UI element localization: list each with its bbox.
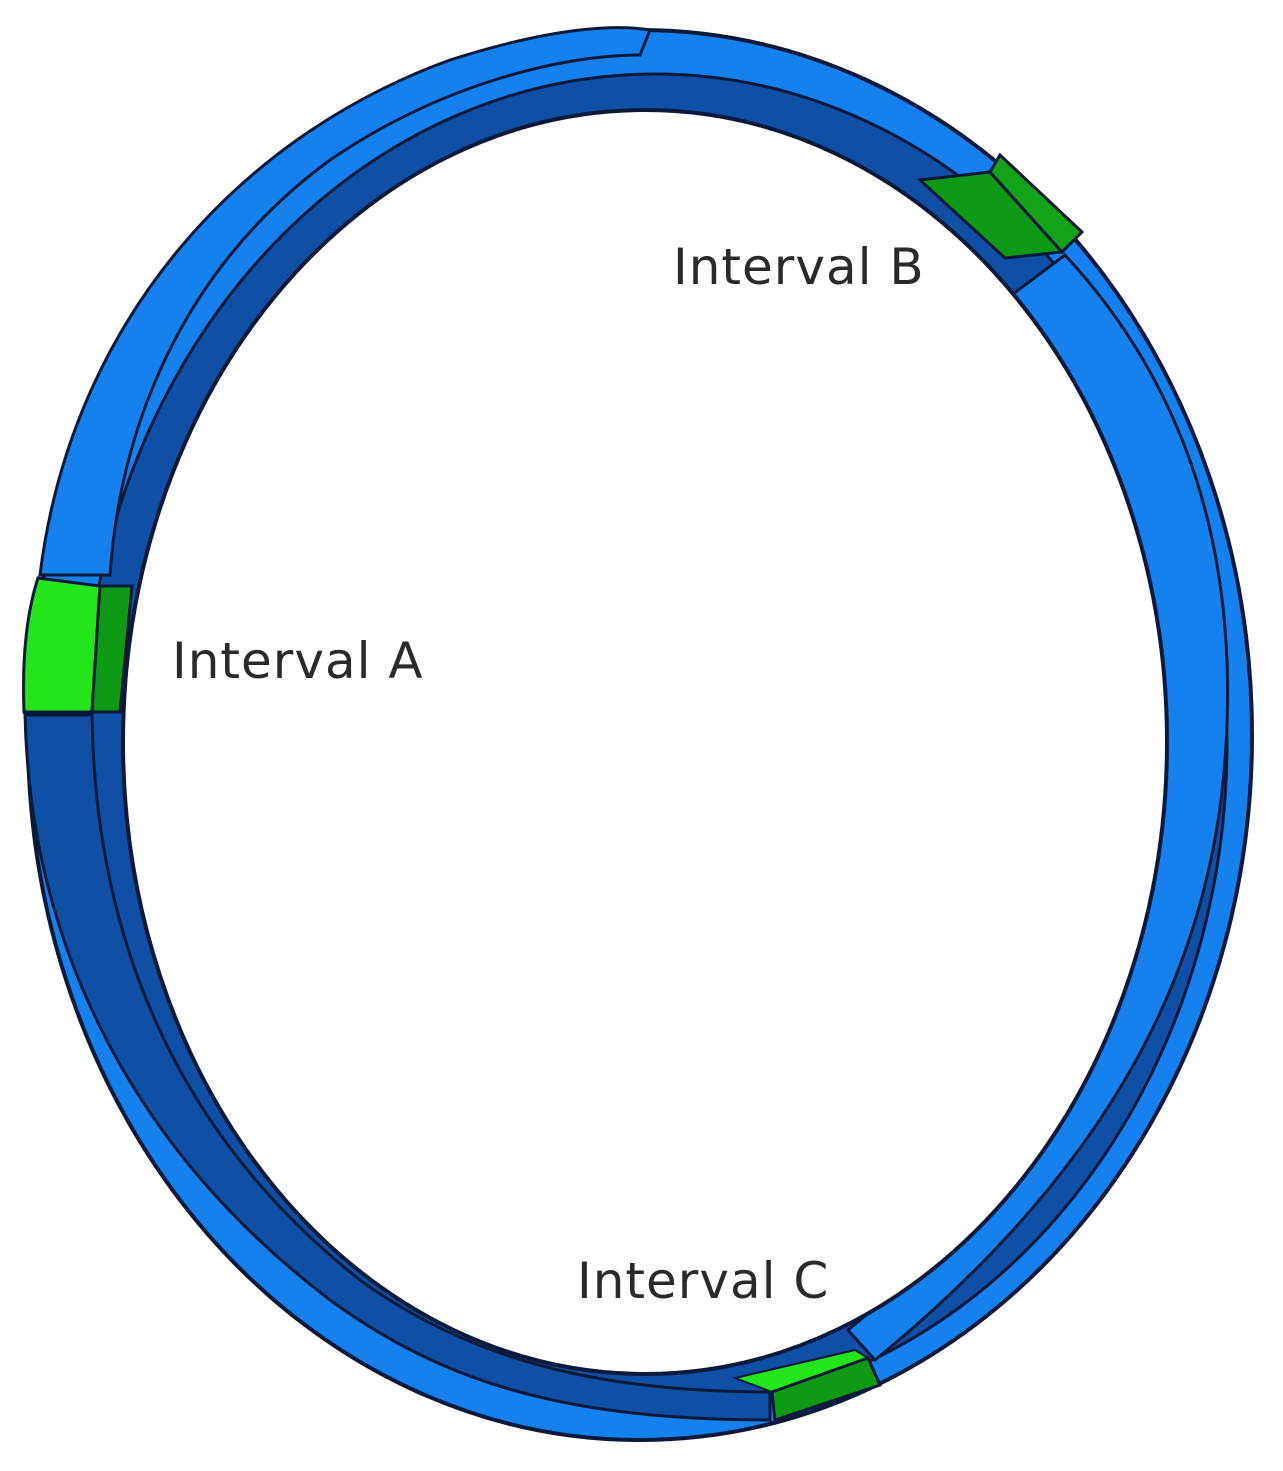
interval-a-label: Interval A: [172, 632, 424, 690]
interval-a-block: [22, 576, 134, 714]
interval-c-label: Interval C: [577, 1252, 829, 1310]
ring-inner-hole: [121, 108, 1169, 1376]
interval-b-block: [916, 152, 1085, 260]
interval-b-dark-face: [988, 152, 1085, 255]
ring-left-lower-face: [23, 713, 772, 1422]
interval-c-block: [731, 1348, 883, 1423]
interval-c-dark-face: [770, 1356, 883, 1423]
ring: [23, 26, 1254, 1442]
interval-b-label: Interval B: [673, 238, 925, 296]
interval-a-light-face: [22, 576, 102, 714]
ring-upper-left-face: [38, 26, 653, 577]
interval-a-dark-face: [90, 584, 134, 714]
